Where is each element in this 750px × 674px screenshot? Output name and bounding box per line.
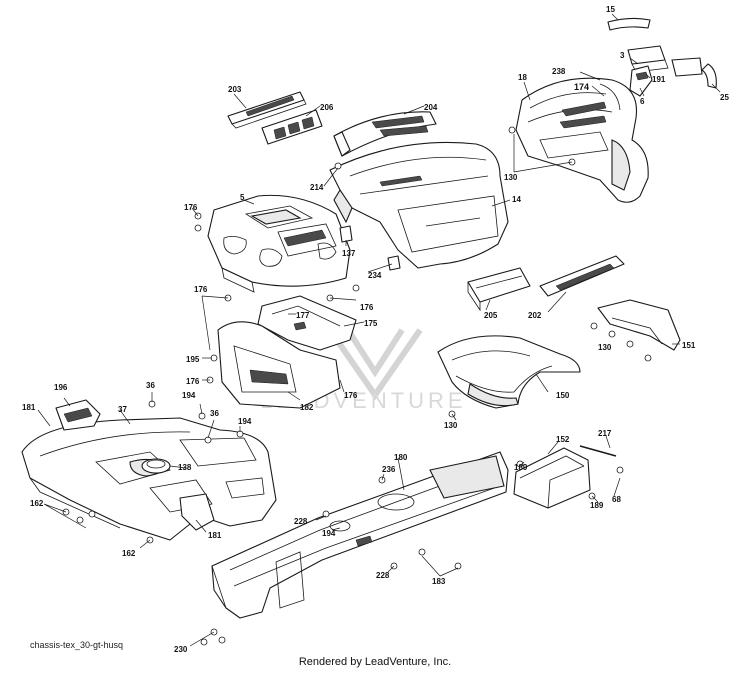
part-3-cap[interactable] — [671, 57, 703, 77]
part-234-plate[interactable] — [387, 255, 401, 271]
callout-18[interactable]: 18 — [518, 73, 527, 82]
callout-234[interactable]: 234 — [368, 271, 382, 280]
part-25-clip[interactable] — [701, 63, 717, 89]
callout-181-a[interactable]: 181 — [22, 403, 36, 412]
callout-68[interactable]: 68 — [612, 495, 621, 504]
part-15-strip[interactable] — [607, 17, 651, 31]
part-175-center-bracket[interactable] — [257, 295, 357, 351]
callout-36-b[interactable]: 36 — [210, 409, 219, 418]
callout-230[interactable]: 230 — [174, 645, 188, 654]
part-152-battery-tray[interactable] — [513, 447, 591, 509]
callout-189-b[interactable]: 189 — [590, 501, 604, 510]
callout-205[interactable]: 205 — [484, 311, 498, 320]
callout-130-bottom[interactable]: 130 — [444, 421, 458, 430]
callout-174[interactable]: 174 — [574, 82, 589, 92]
callout-180[interactable]: 180 — [394, 453, 408, 462]
callout-3[interactable]: 3 — [620, 51, 625, 60]
callout-206[interactable]: 206 — [320, 103, 334, 112]
callout-176-c[interactable]: 176 — [360, 303, 374, 312]
callout-37[interactable]: 37 — [118, 405, 127, 414]
part-181-trim[interactable] — [179, 493, 215, 531]
callout-214[interactable]: 214 — [310, 183, 324, 192]
callout-196[interactable]: 196 — [54, 383, 68, 392]
part-202-step-plate[interactable] — [539, 255, 625, 297]
callout-177[interactable]: 177 — [296, 311, 310, 320]
callout-191[interactable]: 191 — [652, 75, 666, 84]
part-3-block[interactable] — [627, 45, 669, 73]
callout-176-d[interactable]: 176 — [186, 377, 200, 386]
callout-162-b[interactable]: 162 — [122, 549, 136, 558]
render-credit: Rendered by LeadVenture, Inc. — [298, 656, 452, 668]
callout-25[interactable]: 25 — [720, 93, 729, 102]
callout-194-c[interactable]: 194 — [322, 529, 336, 538]
diagram-code: chassis-tex_30-gt-husq — [30, 640, 124, 650]
part-203-grille-strip[interactable] — [227, 91, 307, 129]
callout-181-b[interactable]: 181 — [208, 531, 222, 540]
callout-176-b[interactable]: 176 — [194, 285, 208, 294]
callout-217[interactable]: 217 — [598, 429, 612, 438]
callout-182[interactable]: 182 — [300, 403, 314, 412]
callout-5[interactable]: 5 — [240, 193, 245, 202]
part-196-cover[interactable] — [55, 399, 101, 431]
part-180-frame[interactable] — [211, 451, 509, 619]
part-191-bracket[interactable] — [629, 65, 653, 97]
callout-236[interactable]: 236 — [382, 465, 396, 474]
callout-194-b[interactable]: 194 — [238, 417, 252, 426]
callout-194-a[interactable]: 194 — [182, 391, 196, 400]
callout-228-a[interactable]: 228 — [294, 517, 308, 526]
callout-203[interactable]: 203 — [228, 85, 242, 94]
callout-183[interactable]: 183 — [432, 577, 446, 586]
part-14-dash-panel[interactable] — [329, 141, 509, 269]
callout-36-a[interactable]: 36 — [146, 381, 155, 390]
callout-150[interactable]: 150 — [556, 391, 570, 400]
callout-204[interactable]: 204 — [424, 103, 438, 112]
callout-176-a[interactable]: 176 — [184, 203, 198, 212]
callout-175[interactable]: 175 — [364, 319, 378, 328]
callout-152[interactable]: 152 — [556, 435, 570, 444]
callout-labels: 15 3 191 6 25 238 174 18 203 206 204 130… — [22, 5, 729, 654]
callout-202[interactable]: 202 — [528, 311, 542, 320]
callout-138[interactable]: 138 — [178, 463, 192, 472]
callout-195[interactable]: 195 — [186, 355, 200, 364]
part-182-front-panel[interactable] — [217, 321, 341, 409]
part-217-rod[interactable] — [579, 445, 617, 457]
callout-238[interactable]: 238 — [552, 67, 566, 76]
callout-228-b[interactable]: 228 — [376, 571, 390, 580]
part-204-vent-cover[interactable] — [333, 111, 437, 157]
part-137-plate[interactable] — [339, 225, 353, 243]
part-205-footrest[interactable] — [467, 267, 531, 312]
callout-137[interactable]: 137 — [342, 249, 356, 258]
callout-151[interactable]: 151 — [682, 341, 696, 350]
callout-162-a[interactable]: 162 — [30, 499, 44, 508]
callout-14[interactable]: 14 — [512, 195, 521, 204]
hardware-bolts — [62, 126, 652, 646]
callout-130-top[interactable]: 130 — [504, 173, 518, 182]
part-151-bracket[interactable] — [597, 299, 681, 351]
part-206-grille-insert[interactable] — [261, 109, 323, 145]
callout-6[interactable]: 6 — [640, 97, 645, 106]
part-138-fuel-cap[interactable] — [141, 458, 171, 474]
part-150-fender-tub[interactable] — [437, 335, 581, 409]
leader-lines — [37, 13, 721, 647]
callout-130-right[interactable]: 130 — [598, 343, 612, 352]
callout-176-e[interactable]: 176 — [344, 391, 358, 400]
part-18-hood-front[interactable] — [515, 77, 649, 203]
part-5-dash-console[interactable] — [207, 194, 351, 293]
callout-15[interactable]: 15 — [606, 5, 615, 14]
callout-189-a[interactable]: 189 — [514, 463, 528, 472]
